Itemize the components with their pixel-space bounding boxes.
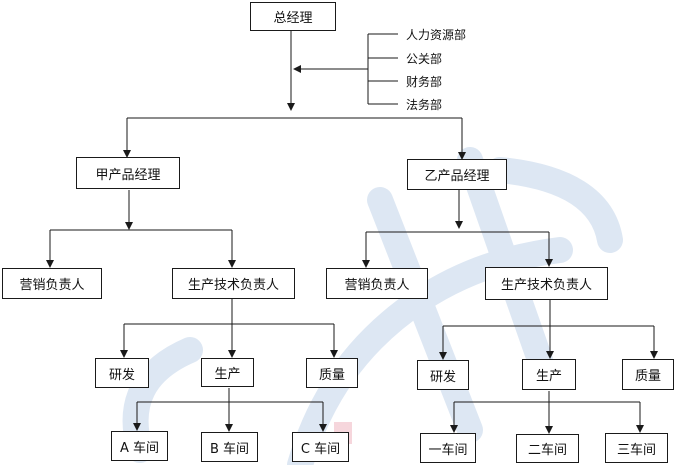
product-b-research-label: 研发	[429, 369, 456, 385]
workshop-2-label: 二车间	[527, 443, 567, 458]
product-a-production-tech-label: 生产技术负责人	[187, 278, 279, 293]
product-a-production-box: 生产	[201, 358, 254, 387]
dept-pr: 公关部	[406, 52, 443, 66]
dept-hr: 人力资源部	[406, 28, 467, 42]
product-b-production-tech-box: 生产技术负责人	[485, 267, 608, 300]
product-a-manager-label: 甲产品经理	[95, 167, 161, 183]
ceo-box: 总经理	[250, 2, 336, 31]
product-a-research-label: 研发	[108, 367, 135, 383]
workshop-c-box: C 车间	[292, 432, 349, 462]
product-b-manager-box: 乙产品经理	[407, 159, 507, 190]
product-a-manager-box: 甲产品经理	[76, 157, 180, 189]
workshop-3-label: 三车间	[616, 442, 656, 458]
workshop-c-label: C 车间	[300, 441, 341, 457]
product-b-quality-box: 质量	[622, 359, 674, 390]
workshop-a-label: A 车间	[119, 440, 160, 456]
product-a-production-tech-box: 生产技术负责人	[172, 268, 295, 299]
workshop-a-box: A 车间	[111, 431, 168, 461]
dept-finance: 财务部	[406, 75, 443, 89]
product-b-production-tech-label: 生产技术负责人	[500, 278, 592, 293]
workshop-1-label: 一车间	[428, 442, 468, 458]
workshop-b-box: B 车间	[201, 432, 258, 462]
workshop-b-label: B 车间	[209, 441, 250, 457]
product-b-quality-label: 质量	[634, 369, 661, 384]
ceo-label: 总经理	[273, 11, 313, 26]
product-a-production-label: 生产	[214, 367, 241, 382]
workshop-2-box: 二车间	[516, 434, 579, 463]
workshop-3-box: 三车间	[605, 433, 668, 463]
product-b-research-box: 研发	[417, 360, 469, 390]
product-b-production-box: 生产	[522, 359, 576, 390]
product-b-marketing-label: 营销负责人	[344, 278, 410, 293]
dept-legal: 法务部	[406, 98, 443, 112]
product-a-research-box: 研发	[95, 358, 149, 388]
product-a-marketing-label: 营销负责人	[19, 278, 85, 293]
product-a-marketing-box: 营销负责人	[2, 268, 102, 299]
product-b-production-label: 生产	[535, 369, 562, 384]
product-a-quality-label: 质量	[318, 367, 345, 383]
workshop-1-box: 一车间	[420, 433, 476, 463]
product-b-manager-label: 乙产品经理	[424, 169, 490, 184]
product-a-quality-box: 质量	[306, 358, 358, 388]
product-b-marketing-box: 营销负责人	[326, 268, 428, 299]
